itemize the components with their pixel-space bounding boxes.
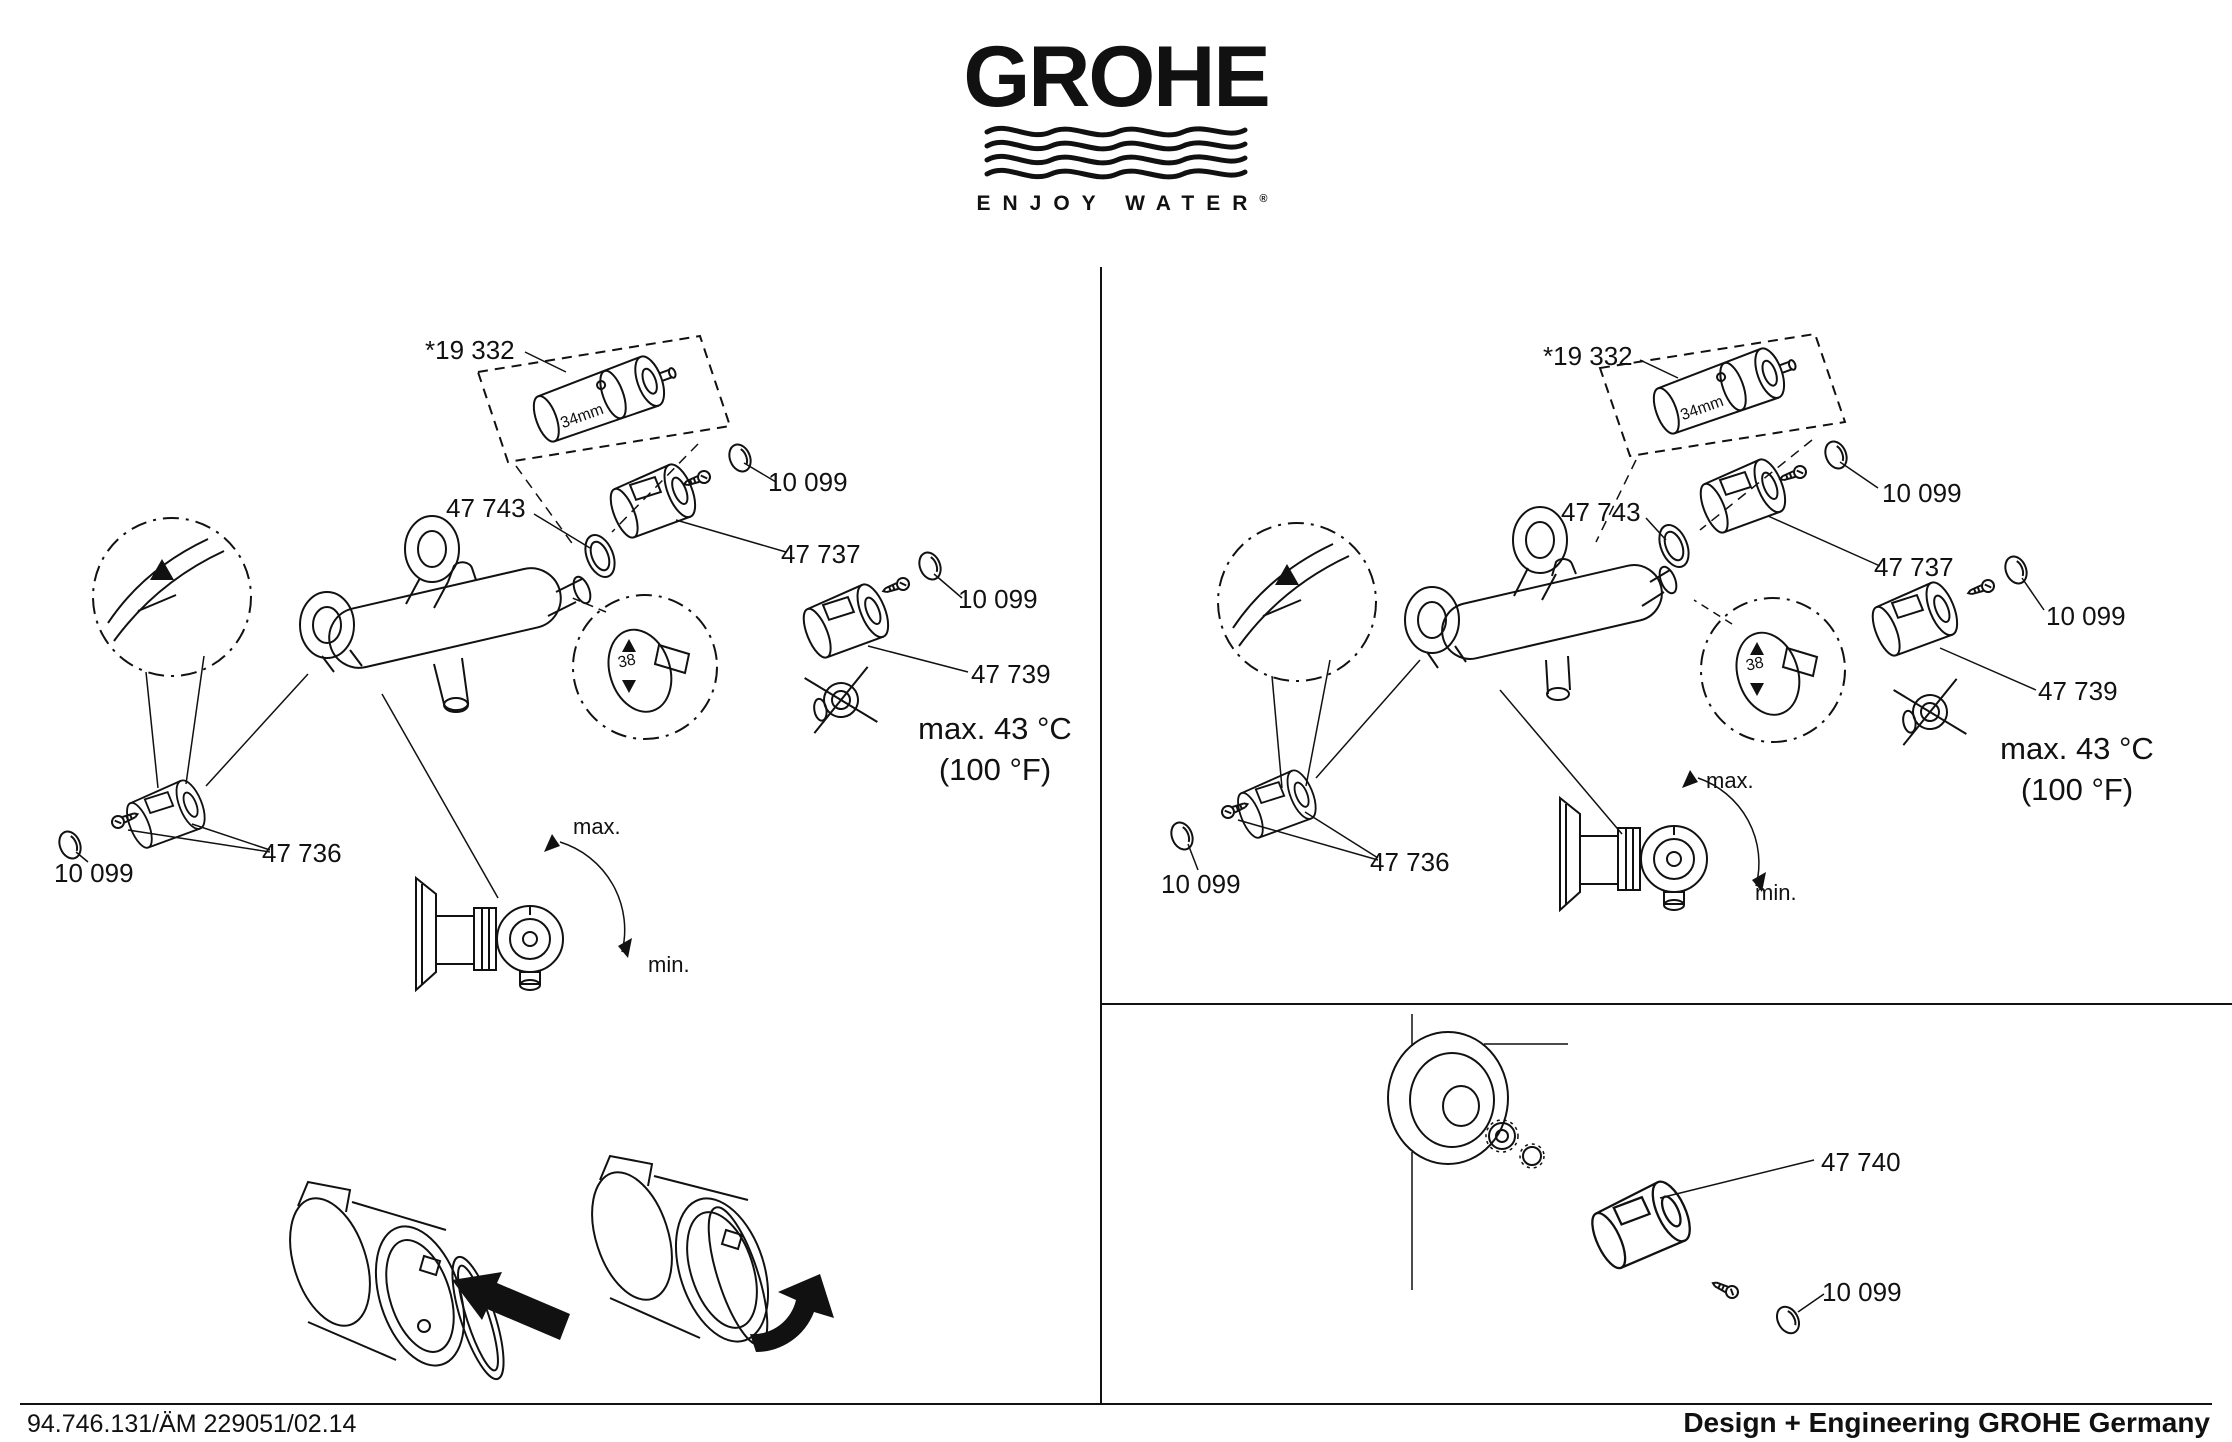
flow-handle-parts-drawing bbox=[796, 548, 969, 735]
part-label-metering-handle-left: 47 736 bbox=[262, 838, 342, 868]
grohe-logo: GROHE ENJOY WATER® bbox=[0, 34, 2232, 216]
vertical-divider bbox=[1100, 267, 1102, 1403]
handle-parts-drawing bbox=[1583, 1159, 1825, 1339]
detail-circles-drawing bbox=[92, 517, 718, 789]
right-horizontal-divider bbox=[1100, 1003, 2232, 1005]
temp-handle-parts-drawing bbox=[1645, 437, 1881, 573]
dial-min-right: min. bbox=[1755, 880, 1797, 905]
part-label-screw-cap-top-right: 10 099 bbox=[1882, 478, 1962, 508]
part-label-flow-handle-right: 47 739 bbox=[2038, 676, 2118, 706]
thermostat-cartridge-drawing bbox=[476, 334, 732, 547]
document-number: 94.746.131/ÄM 229051/02.14 bbox=[27, 1410, 357, 1438]
escutcheon-drawing bbox=[1387, 1031, 1545, 1169]
left-exploded-diagram bbox=[54, 334, 969, 991]
part-label-screw-cap-bottom-right: 10 099 bbox=[1161, 869, 1241, 899]
dial-max-right: max. bbox=[1706, 768, 1754, 793]
dial-max-left: max. bbox=[573, 814, 621, 839]
temp-limit-c-right: max. 43 °C bbox=[2000, 731, 2154, 766]
temp-limit-f-left: (100 °F) bbox=[938, 752, 1052, 787]
right-exploded-diagram bbox=[1166, 332, 2045, 911]
part-label-screw-cap-mid-right: 10 099 bbox=[2046, 601, 2126, 631]
grohe-wordmark: GROHE bbox=[963, 29, 1270, 125]
handle-press-illustration bbox=[289, 1180, 570, 1381]
handle-turn-illustration bbox=[591, 1154, 834, 1352]
grohe-tagline: ENJOY WATER® bbox=[0, 192, 2232, 216]
flow-handle-parts-drawing bbox=[1865, 552, 2045, 747]
part-label-temp-handle-right: 47 737 bbox=[1874, 552, 1954, 582]
bath-mixer-body-drawing bbox=[299, 515, 592, 713]
part-label-screw-cap-top-left: 10 099 bbox=[768, 467, 848, 497]
grohe-waves-icon bbox=[981, 122, 1251, 182]
turn-arrow-icon bbox=[750, 1274, 834, 1352]
design-credit: Design + Engineering GROHE Germany bbox=[1683, 1407, 2210, 1438]
wall-bracket-dial-drawing bbox=[381, 693, 632, 991]
shower-mixer-body-drawing bbox=[1404, 506, 1678, 701]
detail-temp-mark-left: 38 bbox=[616, 651, 638, 672]
discontinued-knob-icon bbox=[1892, 677, 1968, 747]
footer-divider bbox=[20, 1403, 2212, 1405]
wall-bracket-dial-drawing bbox=[1499, 689, 1766, 911]
part-label-stop-ring-left: 47 743 bbox=[446, 493, 526, 523]
lower-right-exploded-diagram bbox=[1387, 1014, 1825, 1339]
registered-mark: ® bbox=[1259, 193, 1268, 205]
part-label-screw-cap-mid-left: 10 099 bbox=[958, 584, 1038, 614]
wall-corner-lines bbox=[1411, 1014, 1568, 1290]
dial-min-left: min. bbox=[648, 952, 690, 977]
detail-temp-mark-right: 38 bbox=[1744, 654, 1766, 675]
part-label-screw-cap-bottom-left: 10 099 bbox=[54, 858, 134, 888]
part-label-handle-bottom: 47 740 bbox=[1821, 1147, 1901, 1177]
temp-limit-c-left: max. 43 °C bbox=[918, 711, 1072, 746]
part-label-cartridge-left: *19 332 bbox=[425, 335, 515, 365]
temp-handle-parts-drawing bbox=[533, 440, 787, 583]
tagline-text: ENJOY WATER bbox=[976, 192, 1260, 215]
temp-limit-f-right: (100 °F) bbox=[2020, 772, 2134, 807]
part-label-metering-handle-right: 47 736 bbox=[1370, 847, 1450, 877]
part-label-cartridge-right: *19 332 bbox=[1543, 341, 1633, 371]
metering-handle-parts-drawing bbox=[1166, 659, 1421, 871]
part-label-temp-handle-left: 47 737 bbox=[781, 539, 861, 569]
part-label-screw-cap-bottom: 10 099 bbox=[1822, 1277, 1902, 1307]
part-label-stop-ring-right: 47 743 bbox=[1561, 497, 1641, 527]
metering-handle-parts-drawing bbox=[54, 673, 309, 863]
part-label-flow-handle-left: 47 739 bbox=[971, 659, 1051, 689]
detail-circles-drawing bbox=[1217, 522, 1846, 789]
press-arrow-icon bbox=[452, 1272, 570, 1340]
handle-instruction-diagrams bbox=[289, 1154, 834, 1381]
discontinued-knob-icon bbox=[803, 665, 879, 735]
